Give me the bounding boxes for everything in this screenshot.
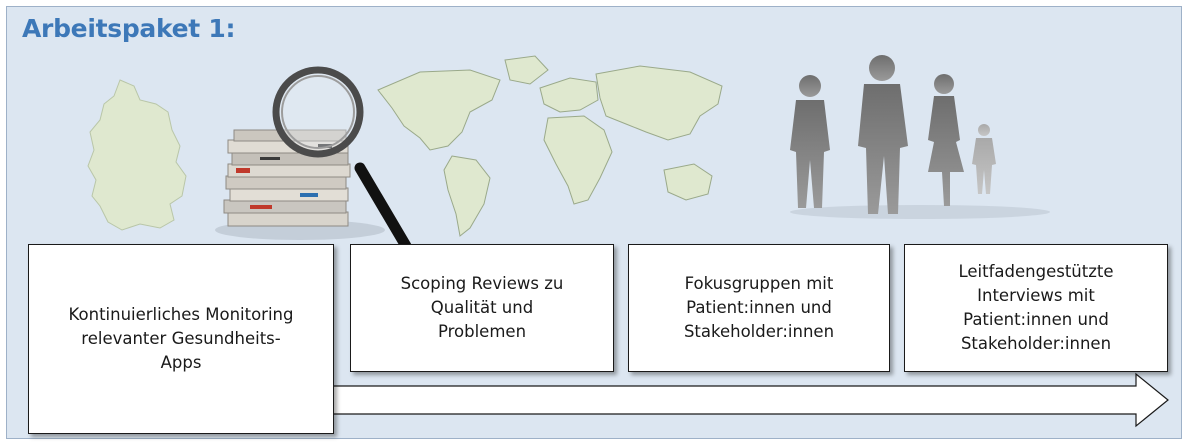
- timeline-arrow-icon: [329, 372, 1169, 428]
- step-monitoring-box: Kontinuierliches Monitoring relevanter G…: [28, 244, 334, 434]
- step-scoping-reviews-box: Scoping Reviews zu Qualität und Probleme…: [350, 244, 614, 372]
- magnifying-glass-icon: [272, 66, 412, 252]
- step-focus-groups-box: Fokusgruppen mit Patient:innen und Stake…: [628, 244, 890, 372]
- diagram-title: Arbeitspaket 1:: [22, 14, 236, 43]
- world-map-icon: [377, 55, 723, 237]
- step-interviews-box: Leitfadengestützte Interviews mit Patien…: [904, 244, 1168, 372]
- newspaper-stack-icon: [215, 129, 385, 240]
- people-silhouettes-icon: [790, 55, 1050, 219]
- germany-map-icon: [87, 79, 187, 231]
